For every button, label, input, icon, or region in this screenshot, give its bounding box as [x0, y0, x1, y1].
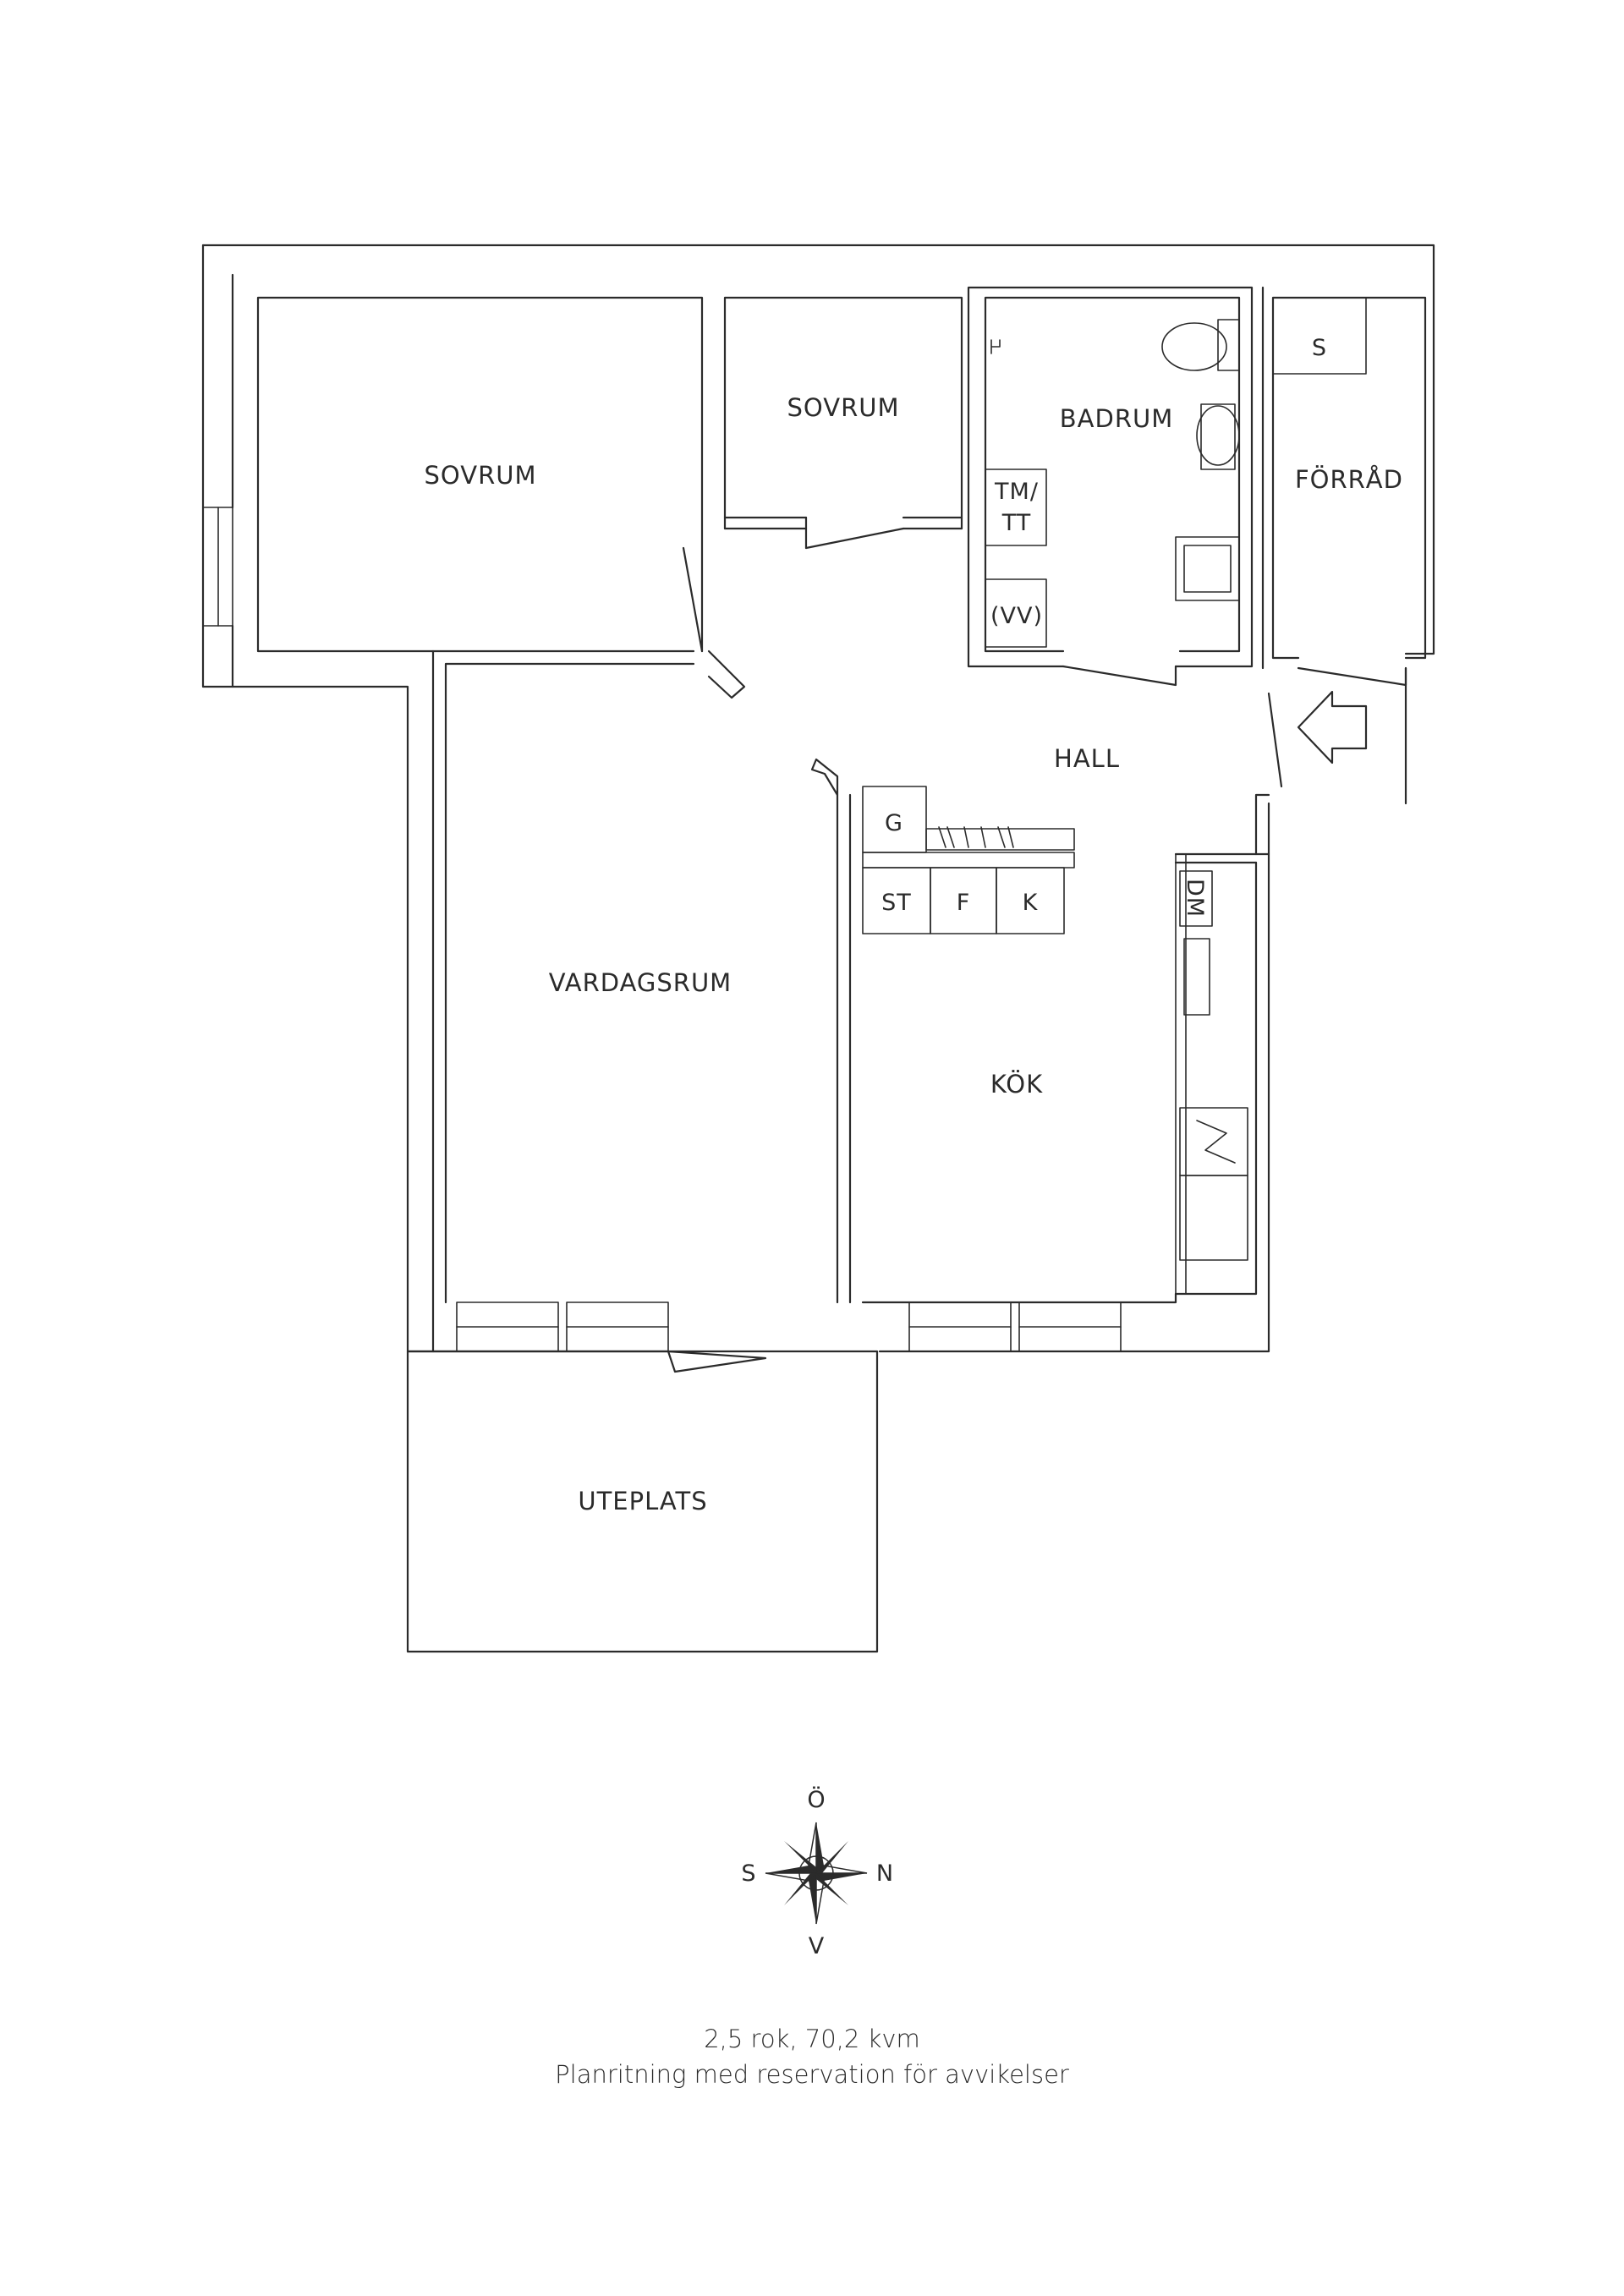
compass-rose-icon: [765, 1822, 868, 1925]
room-label-sovrum-small: SOVRUM: [787, 393, 900, 422]
compass-label-south: S: [741, 1860, 755, 1887]
fixture-label-dm: DM: [1182, 879, 1208, 918]
room-label-uteplats: UTEPLATS: [578, 1487, 707, 1515]
room-label-sovrum-large: SOVRUM: [425, 461, 537, 490]
bathroom-fixtures: [985, 297, 1367, 648]
caption-size-line: 2,5 rok, 70,2 kvm: [704, 2025, 920, 2053]
fixture-label-g: G: [885, 810, 903, 836]
compass-label-west: V: [809, 1933, 825, 1959]
fixture-label-vv: (VV): [990, 603, 1043, 629]
fixture-label-tt: TT: [1001, 510, 1032, 536]
fixture-label-tm: TM/: [994, 479, 1039, 505]
caption-disclaimer-line: Planritning med reservation för avvikels…: [555, 2060, 1069, 2089]
plan-caption: 2,5 rok, 70,2 kvm Planritning med reserv…: [0, 2021, 1624, 2092]
compass-label-east: Ö: [807, 1786, 825, 1813]
room-label-hall: HALL: [1054, 744, 1120, 773]
windows: [456, 853, 1187, 1352]
room-label-vardagsrum: VARDAGSRUM: [549, 968, 732, 997]
entrance-arrow-icon: [1297, 690, 1368, 764]
kitchen-fixtures: [862, 786, 1248, 1261]
room-label-badrum: BADRUM: [1060, 404, 1173, 433]
doors: [667, 516, 1407, 1373]
room-label-kok: KÖK: [990, 1070, 1043, 1099]
fixture-label-st: ST: [881, 890, 912, 916]
terrace: [406, 1350, 879, 1653]
fixture-label-f: F: [957, 890, 971, 916]
fixture-label-s: S: [1312, 335, 1327, 361]
walls: [201, 244, 1435, 1353]
room-label-forrad: FÖRRÅD: [1295, 465, 1403, 494]
compass-label-north: N: [876, 1860, 893, 1887]
fixture-label-k: K: [1023, 890, 1039, 916]
